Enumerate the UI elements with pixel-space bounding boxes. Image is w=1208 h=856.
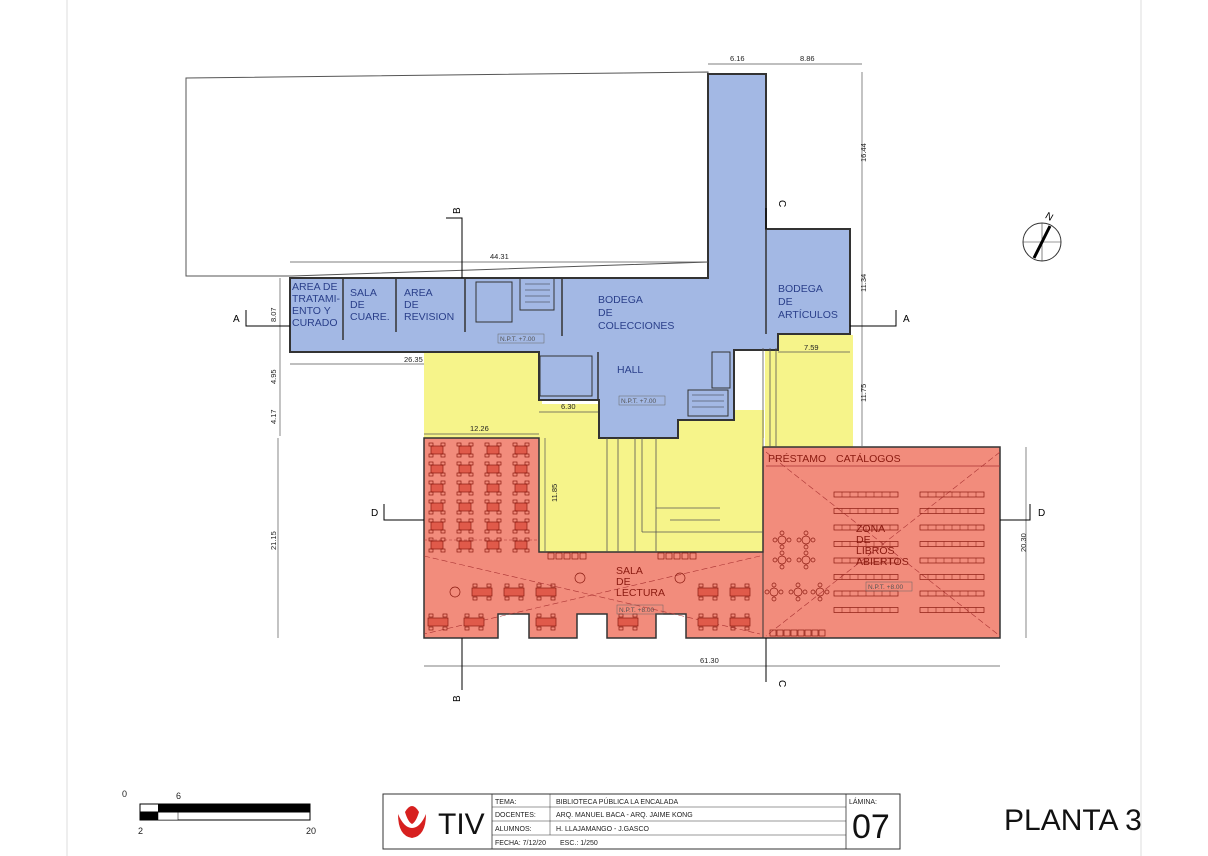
blue-zone — [289, 73, 851, 439]
svg-text:BIBLIOTECA PÚBLICA LA ENCALADA: BIBLIOTECA PÚBLICA LA ENCALADA — [556, 797, 678, 806]
svg-text:0: 0 — [122, 789, 127, 799]
svg-text:N.P.T. +7.00: N.P.T. +7.00 — [500, 336, 535, 343]
svg-text:A: A — [903, 314, 910, 325]
svg-text:ARQ. MANUEL BACA - ARQ. JAIME: ARQ. MANUEL BACA - ARQ. JAIME KONG — [556, 812, 693, 819]
ramps — [606, 348, 777, 552]
svg-text:D: D — [1038, 508, 1045, 519]
section-cuts — [245, 208, 1031, 690]
svg-text:21.15: 21.15 — [269, 531, 278, 550]
scale-bar: 0 6 2 20 — [122, 789, 316, 836]
section-cut-labels: A A B B C C D D — [233, 200, 1045, 702]
lamina-number: 07 — [852, 808, 890, 846]
svg-text:4.17: 4.17 — [269, 409, 278, 424]
level-markers: N.P.T. +7.00 N.P.T. +7.00 N.P.T. +8.00 N… — [497, 333, 913, 615]
page-title: PLANTA 3 — [1004, 804, 1142, 837]
svg-text:B: B — [452, 695, 463, 702]
svg-text:16.44: 16.44 — [859, 143, 868, 162]
north-arrow-icon: N — [1022, 211, 1062, 262]
logo-text: TIV — [438, 808, 485, 841]
svg-text:44.31: 44.31 — [490, 252, 509, 261]
dimension-texts: 6.16 8.86 16.44 44.31 11.34 8.07 26.35 7… — [269, 54, 1028, 665]
svg-text:61.30: 61.30 — [700, 656, 719, 665]
svg-text:C: C — [776, 200, 787, 207]
svg-text:12.26: 12.26 — [470, 424, 489, 433]
svg-text:FECHA: 7/12/20: FECHA: 7/12/20 — [495, 840, 546, 847]
svg-text:ALUMNOS:: ALUMNOS: — [495, 826, 532, 833]
label-hall: HALL — [617, 364, 643, 376]
svg-text:C: C — [776, 680, 787, 687]
svg-text:8.07: 8.07 — [269, 307, 278, 322]
title-block: TIV TEMA: BIBLIOTECA PÚBLICA LA ENCALADA… — [382, 793, 901, 850]
svg-text:26.35: 26.35 — [404, 355, 423, 364]
svg-text:8.86: 8.86 — [800, 54, 815, 63]
svg-text:6.30: 6.30 — [561, 402, 576, 411]
svg-text:6.16: 6.16 — [730, 54, 745, 63]
svg-text:N: N — [1043, 211, 1055, 224]
svg-text:ESC.: 1/250: ESC.: 1/250 — [560, 840, 598, 847]
svg-text:2: 2 — [138, 826, 143, 836]
svg-text:TEMA:: TEMA: — [495, 799, 516, 806]
svg-text:N.P.T. +8.00: N.P.T. +8.00 — [868, 584, 903, 591]
dimension-lines — [277, 63, 1027, 667]
svg-text:11.85: 11.85 — [550, 484, 559, 502]
svg-text:20: 20 — [306, 826, 316, 836]
label-prestamo: PRÉSTAMO — [768, 452, 826, 465]
university-logo-icon — [398, 806, 426, 838]
svg-text:7.59: 7.59 — [804, 343, 819, 352]
svg-text:D: D — [371, 508, 378, 519]
label-catalogos: CATÁLOGOS — [836, 452, 901, 465]
svg-text:4.95: 4.95 — [269, 369, 278, 384]
svg-text:H. LLAJAMANGO - J.GASCO: H. LLAJAMANGO - J.GASCO — [556, 826, 650, 833]
svg-text:A: A — [233, 314, 240, 325]
svg-text:DOCENTES:: DOCENTES: — [495, 812, 536, 819]
svg-text:20.30: 20.30 — [1019, 533, 1028, 552]
red-zone — [423, 437, 1001, 639]
svg-text:11.75: 11.75 — [859, 384, 868, 402]
svg-text:N.P.T. +7.00: N.P.T. +7.00 — [621, 398, 656, 405]
svg-text:B: B — [452, 207, 463, 214]
context-outline — [185, 71, 709, 277]
svg-text:6: 6 — [176, 791, 181, 801]
svg-text:N.P.T. +8.00: N.P.T. +8.00 — [619, 607, 654, 614]
svg-text:LÁMINA:: LÁMINA: — [849, 797, 877, 806]
svg-text:11.34: 11.34 — [859, 274, 868, 292]
